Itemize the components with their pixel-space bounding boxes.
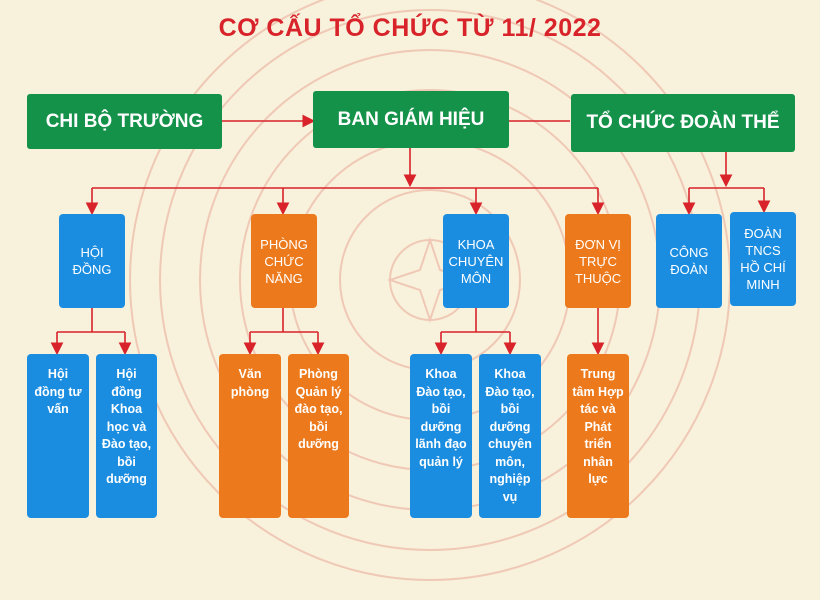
ban-giam-hieu-box: BAN GIÁM HIỆU: [313, 91, 509, 148]
phong-quan-ly-box: Phòng Quản lý đào tạo, bồi dưỡng: [288, 354, 349, 518]
trung-tam-box: Trung tâm Hợp tác và Phát triển nhân lực: [567, 354, 629, 518]
khoa-chuyen-mon-box: KHOA CHUYÊN MÔN: [443, 214, 509, 308]
doan-tncs-box: ĐOÀN TNCS HỒ CHÍ MINH: [730, 212, 796, 306]
khoa-lanh-dao-box: Khoa Đào tạo, bồi dưỡng lãnh đạo quản lý: [410, 354, 472, 518]
hoi-dong-tu-van-box: Hội đồng tư vấn: [27, 354, 89, 518]
phong-chuc-nang-box: PHÒNG CHỨC NĂNG: [251, 214, 317, 308]
cong-doan-box: CÔNG ĐOÀN: [656, 214, 722, 308]
khoa-chuyen-mon-leaf-box: Khoa Đào tạo, bồi dưỡng chuyên môn, nghi…: [479, 354, 541, 518]
hoi-dong-khoa-hoc-box: Hội đồng Khoa học và Đào tạo, bồi dưỡng: [96, 354, 157, 518]
connector-lines: [50, 114, 771, 356]
van-phong-box: Văn phòng: [219, 354, 281, 518]
to-chuc-doan-the-box: TỔ CHỨC ĐOÀN THỂ: [571, 94, 795, 152]
hoi-dong-box: HỘI ĐỒNG: [59, 214, 125, 308]
chi-bo-truong-box: CHI BỘ TRƯỜNG: [27, 94, 222, 149]
don-vi-truc-thuoc-box: ĐƠN VỊ TRỰC THUỘC: [565, 214, 631, 308]
chart-title: CƠ CẤU TỔ CHỨC TỪ 11/ 2022: [218, 14, 602, 42]
